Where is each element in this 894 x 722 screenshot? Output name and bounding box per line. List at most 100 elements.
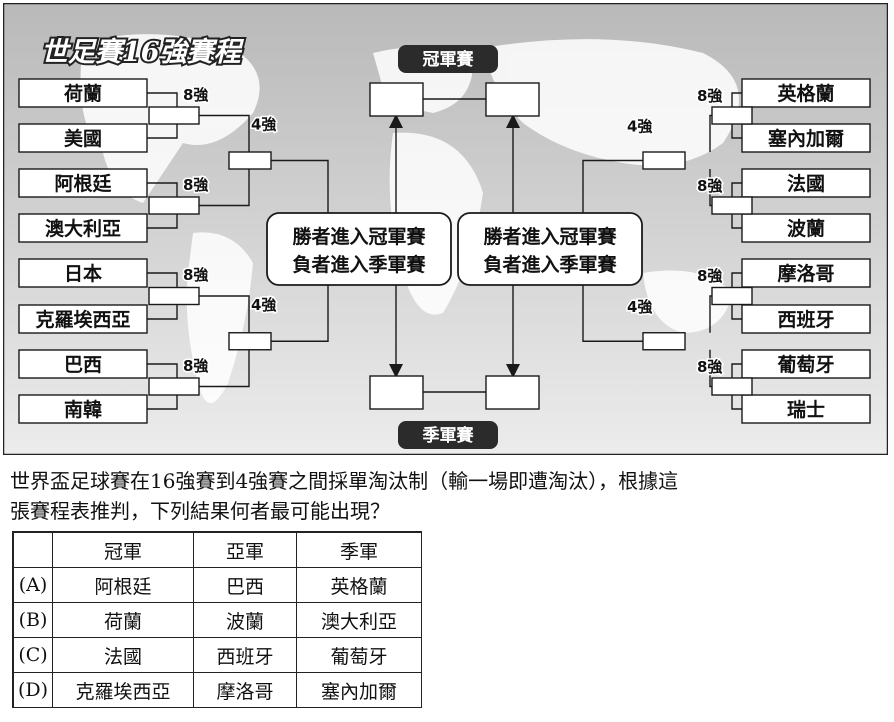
right-team-box	[741, 258, 871, 288]
left-quarterfinal-box	[148, 286, 200, 306]
option-label: (D)	[12, 672, 53, 708]
left-quarterfinal-box	[148, 196, 200, 215]
left-r16-connector	[147, 124, 178, 139]
right-round8-label: 8強	[697, 267, 722, 285]
table-cell: 法國	[52, 637, 194, 673]
table-header-cell: 亞軍	[193, 531, 297, 568]
table-row: (A)阿根廷巴西英格蘭	[12, 567, 422, 603]
right-round8-label: 8強	[697, 177, 722, 195]
left-r16-connector	[147, 182, 178, 197]
right-team-box	[741, 349, 871, 379]
left-round8-label: 8強	[183, 176, 208, 194]
third-place-label-badge	[398, 421, 498, 449]
right-team-name: 西班牙	[777, 308, 834, 331]
table-cell: 澳大利亞	[296, 602, 422, 638]
left-r16-connector	[147, 304, 178, 320]
right-quarterfinal-box	[711, 196, 753, 215]
bracket-svg: 世足賽16強賽程 冠軍賽 季軍賽 荷蘭美國阿根廷澳大利亞日本克羅埃西亞巴西南韓英…	[3, 3, 888, 455]
left-team-box	[18, 349, 148, 379]
right-note-box	[457, 212, 643, 286]
left-r16-connector	[147, 214, 178, 229]
right-note-line2: 負者進入季軍賽	[483, 253, 617, 276]
left-team-box	[18, 258, 148, 288]
right-team-name: 英格蘭	[777, 82, 834, 105]
right-team-name: 波蘭	[787, 217, 825, 240]
question-line-2: 張賽程表推判，下列結果何者最可能出現？	[10, 499, 390, 523]
left-semifinal-box	[228, 332, 272, 351]
left-team-name: 美國	[64, 127, 102, 150]
third-place-label: 季軍賽	[423, 425, 475, 446]
diagram-title: 世足賽16強賽程	[41, 37, 245, 68]
right-round4-label: 4強	[627, 118, 652, 136]
left-team-box	[18, 394, 148, 424]
right-r16-connector	[731, 92, 742, 107]
right-r16-connector	[731, 272, 742, 288]
team-boxes: 荷蘭美國阿根廷澳大利亞日本克羅埃西亞巴西南韓英格蘭塞內加爾法國波蘭摩洛哥西班牙葡…	[18, 78, 871, 424]
left-sf-connector	[271, 285, 329, 342]
left-round4-label: 4強	[251, 116, 276, 134]
table-row: (C)法國西班牙葡萄牙	[12, 637, 422, 673]
right-note-line1: 勝者進入冠軍賽	[483, 225, 617, 248]
right-team-name: 摩洛哥	[777, 262, 834, 285]
left-quarterfinal-box	[148, 377, 200, 396]
right-sf-connector	[582, 159, 643, 213]
table-row: (D)克羅埃西亞摩洛哥塞內加爾	[12, 672, 422, 708]
right-team-name: 葡萄牙	[777, 353, 834, 376]
left-round8-label: 8強	[183, 86, 208, 104]
right-r16-connector	[731, 214, 742, 229]
left-team-name: 南韓	[64, 398, 102, 421]
right-team-name: 塞內加爾	[768, 127, 844, 150]
right-team-box	[741, 213, 871, 243]
left-round8-label: 8強	[183, 266, 208, 284]
left-qf-connector	[199, 114, 250, 152]
option-label: (A)	[12, 567, 53, 603]
right-team-box	[741, 168, 871, 198]
final-label: 冠軍賽	[423, 49, 475, 70]
right-team-box	[741, 78, 871, 108]
left-note-line2: 負者進入季軍賽	[292, 253, 426, 276]
final-left-box	[369, 82, 424, 117]
right-team-box	[741, 123, 871, 153]
right-semifinal-box	[642, 332, 686, 351]
right-r16-connector	[731, 182, 742, 197]
left-quarterfinal-box	[148, 106, 200, 125]
table-header-cell: 季軍	[296, 531, 422, 568]
table-header-row: 冠軍亞軍季軍	[12, 531, 422, 568]
table-header-cell: 冠軍	[52, 531, 194, 568]
right-round4-label: 4強	[627, 298, 652, 316]
left-team-name: 克羅埃西亞	[35, 308, 130, 331]
left-team-box	[18, 168, 148, 198]
right-team-box	[741, 394, 871, 424]
left-round4-label: 4強	[251, 296, 276, 314]
right-semifinal-box	[642, 151, 686, 170]
table-cell: 荷蘭	[52, 602, 194, 638]
left-team-box	[18, 304, 148, 334]
left-r16-connector	[147, 363, 178, 378]
table-cell: 西班牙	[193, 637, 297, 673]
right-round8-label: 8強	[697, 87, 722, 105]
right-quarterfinal-box	[711, 377, 753, 396]
table-cell: 波蘭	[193, 602, 297, 638]
question-line-1: 世界盃足球賽在16強賽到4強賽之間採單淘汰制（輸一場即遭淘汰），根據這	[10, 469, 679, 493]
left-r16-connector	[147, 92, 178, 107]
option-label: (B)	[12, 602, 53, 638]
table-cell: 英格蘭	[296, 567, 422, 603]
table-cell: 塞內加爾	[296, 672, 422, 708]
table-cell: 葡萄牙	[296, 637, 422, 673]
right-team-name: 瑞士	[787, 398, 825, 421]
bracket-diagram: 世足賽16強賽程 冠軍賽 季軍賽 荷蘭美國阿根廷澳大利亞日本克羅埃西亞巴西南韓英…	[3, 3, 888, 455]
left-team-name: 巴西	[64, 354, 102, 376]
left-team-name: 日本	[64, 262, 102, 285]
left-note-box	[266, 212, 452, 286]
left-qf-connector	[199, 169, 250, 207]
final-label-badge	[398, 45, 498, 73]
right-r16-connector	[731, 363, 742, 378]
left-r16-connector	[147, 395, 178, 410]
bracket-lines	[147, 92, 742, 410]
third-right-box	[485, 375, 540, 410]
left-team-name: 澳大利亞	[45, 217, 121, 240]
left-qf-connector	[199, 349, 250, 388]
right-team-box	[741, 304, 871, 334]
